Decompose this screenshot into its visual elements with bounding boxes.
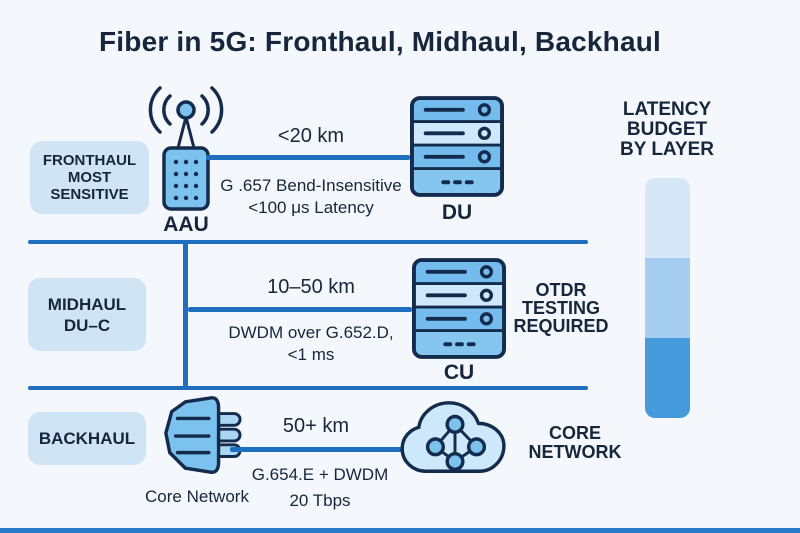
fronthaul-badge-line3: SENSITIVE (50, 186, 129, 203)
fronthaul-badge: FRONTHAUL MOST SENSITIVE (30, 141, 149, 214)
core-network-label: CORE NETWORK (513, 424, 637, 462)
fronthaul-badge-line1: FRONTHAUL (42, 152, 137, 169)
fronthaul-spec-line1: G .657 Bend-Insensitive (220, 176, 402, 195)
core-network-node-label: Core Network (145, 487, 249, 506)
trunk-line (183, 240, 188, 390)
divider-midhaul-backhaul (28, 386, 588, 390)
fronthaul-spec-line2: <100 μs Latency (248, 198, 374, 217)
backhaul-spec-line1: G.654.E + DWDM (251, 465, 389, 484)
latency-segment-midhaul (645, 258, 690, 338)
midhaul-fiber-link (188, 307, 412, 312)
midhaul-badge-line2: DU–C (63, 315, 111, 335)
fronthaul-fiber-link (206, 155, 410, 160)
midhaul-spec: DWDM over G.652.D, <1 ms (185, 322, 437, 366)
core-network-label-line2: NETWORK (528, 442, 622, 462)
backhaul-spec: G.654.E + DWDM 20 Tbps (220, 462, 420, 514)
fronthaul-distance: <20 km (277, 125, 345, 147)
core-network-label-line1: CORE (548, 423, 601, 443)
otdr-note: OTDR TESTING REQUIRED (503, 281, 619, 335)
latency-heading-line1: LATENCY (622, 99, 712, 120)
latency-panel-heading: LATENCY BUDGET BY LAYER (607, 100, 727, 160)
fiber-connector-icon (164, 396, 242, 474)
cu-server-icon (412, 258, 506, 359)
backhaul-fiber-link (230, 447, 402, 452)
bottom-accent-bar (0, 528, 800, 533)
backhaul-distance: 50+ km (282, 415, 350, 437)
midhaul-badge: MIDHAUL DU–C (28, 278, 146, 351)
du-label: DU (441, 201, 473, 224)
cloud-network-icon (400, 401, 506, 473)
midhaul-badge-line1: MIDHAUL (47, 294, 127, 314)
latency-heading-line2: BUDGET (626, 119, 708, 140)
aau-antenna-icon (148, 86, 224, 211)
midhaul-spec-line2: <1 ms (287, 345, 335, 364)
otdr-note-line2: TESTING (521, 298, 600, 318)
midhaul-spec-line1: DWDM over G.652.D, (228, 323, 394, 342)
cu-label: CU (443, 361, 475, 384)
otdr-note-line1: OTDR (535, 280, 587, 300)
backhaul-spec-line2: 20 Tbps (289, 491, 351, 510)
midhaul-distance: 10–50 km (267, 276, 355, 298)
du-server-icon (410, 96, 504, 197)
backhaul-badge-line1: BACKHAUL (38, 428, 136, 448)
fronthaul-badge-line2: MOST (67, 169, 112, 186)
aau-label: AAU (163, 213, 209, 236)
latency-heading-line3: BY LAYER (620, 139, 714, 160)
otdr-note-line3: REQUIRED (513, 316, 609, 336)
latency-segment-backhaul (645, 338, 690, 418)
page-title: Fiber in 5G: Fronthaul, Midhaul, Backhau… (98, 26, 662, 57)
latency-segment-fronthaul (645, 178, 690, 258)
divider-fronthaul-midhaul (28, 240, 588, 244)
latency-budget-bar (645, 178, 690, 418)
fronthaul-spec: G .657 Bend-Insensitive <100 μs Latency (185, 175, 437, 219)
backhaul-badge: BACKHAUL (28, 412, 146, 465)
